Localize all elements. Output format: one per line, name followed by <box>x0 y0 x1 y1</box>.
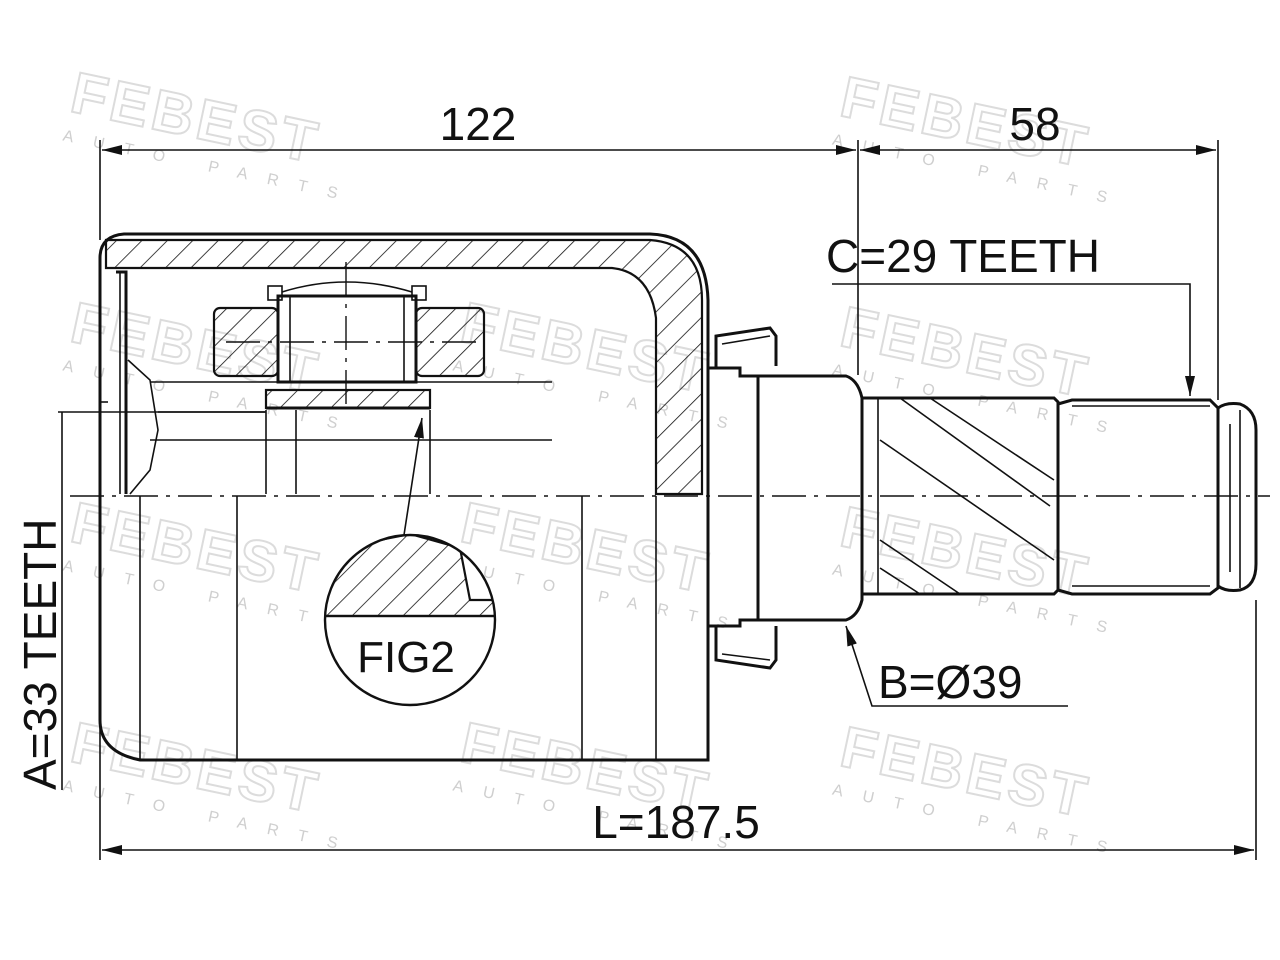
fig2-label: FIG2 <box>357 633 455 682</box>
shaft-length-label: 58 <box>1009 98 1060 150</box>
joint-housing <box>98 232 710 762</box>
dimension-total-length: L=187.5 <box>99 600 1257 860</box>
total-length-label: L=187.5 <box>592 796 760 848</box>
callout-outer-teeth: C=29 TEETH <box>826 230 1195 396</box>
dimension-shaft-length: 58 <box>860 98 1219 400</box>
callout-seal-diameter: B=Ø39 <box>845 625 1068 708</box>
callout-inner-teeth: A=33 TEETH <box>14 411 250 790</box>
seal-diameter-label: B=Ø39 <box>878 656 1023 708</box>
tripod-roller <box>212 262 486 494</box>
watermark-layer: FEBEST AUTO PARTS FEBEST AUTO PARTS FEBE… <box>61 59 1128 861</box>
outer-teeth-label: C=29 TEETH <box>826 230 1100 282</box>
inner-teeth-label: A=33 TEETH <box>14 519 66 790</box>
stub-axle-shaft <box>708 326 1258 670</box>
dimension-housing-length: 122 <box>99 98 859 375</box>
fig2-detail-view: FIG2 <box>323 417 497 707</box>
housing-length-label: 122 <box>440 98 517 150</box>
